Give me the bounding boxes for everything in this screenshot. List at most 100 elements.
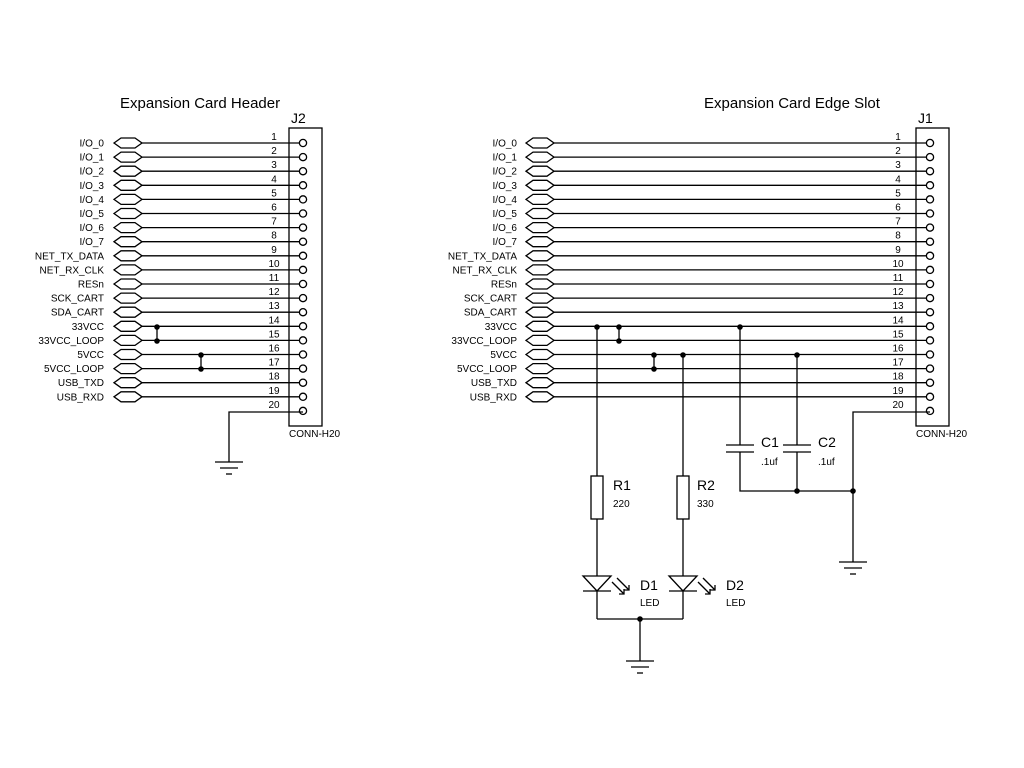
j1-pin-19 [925,392,935,402]
j2-port-arrow-icon [112,334,144,347]
j2-pin-16 [298,350,308,359]
j1-pin-number: 10 [892,259,904,270]
j2-port-arrow-icon [112,306,144,318]
j2-pin-12 [298,293,308,303]
j2-net-label: I/O_6 [80,223,105,234]
j2-pin-2 [298,152,308,162]
j2-ref: J2 [291,110,306,126]
j1-body [915,127,950,427]
junction [154,324,160,330]
j1-pin-18 [925,378,935,387]
j1-net-label: 33VCC [485,322,517,333]
j2-port-arrow-icon [112,179,144,191]
j2-port-arrow-icon [112,264,144,276]
j1-pin-4 [925,181,935,190]
j1-pin-16 [925,350,935,359]
j2-net-label: NET_RX_CLK [40,265,105,276]
c1-capacitor-icon [726,444,754,453]
j1-pin-7 [925,223,935,232]
j1-net-label: I/O_7 [493,237,518,248]
j1-net-label: I/O_5 [493,209,518,220]
j1-port-arrow-icon [524,179,556,191]
cap-gnd-bus [739,452,853,492]
ground-icon [215,461,243,475]
j1-net-label: NET_TX_DATA [448,251,517,262]
j1-net-label: I/O_0 [493,139,518,150]
j1-net-label: I/O_3 [493,181,518,192]
j2-port-arrow-icon [112,221,144,234]
j1-gnd-wire [852,411,930,562]
j2-pin-number: 11 [269,273,280,284]
j1-pin-11 [925,279,935,289]
j1-pin-number: 14 [892,315,904,326]
j1-port-arrow-icon [524,250,556,262]
j2-net-label: I/O_2 [80,167,105,178]
j2-net-label: 5VCC [77,350,104,361]
j2-gnd-wire [228,411,303,462]
j1-net-label: I/O_2 [493,167,518,178]
j1-pin-1 [925,138,935,148]
j1-pin-10 [925,265,935,275]
ground-icon [839,561,867,575]
junction [651,352,657,358]
j2-port-arrow-icon [112,250,144,262]
j2-net-label: SDA_CART [51,308,104,319]
j1-port-arrow-icon [524,165,556,177]
j2-pin-number: 10 [268,259,280,270]
j1-port-arrow-icon [524,362,556,375]
j1-pin-number: 17 [892,358,904,369]
j1-pin-number: 6 [895,203,901,214]
j1-pin-13 [925,307,935,317]
junction [198,366,204,372]
j2-net-label: SCK_CART [51,294,104,305]
j1-net-label: SCK_CART [464,294,517,305]
j1-pin-12 [925,293,935,303]
j1-net-label: 5VCC_LOOP [457,364,517,375]
j2-pin-number: 2 [271,146,277,157]
j2-port-arrow-icon [112,236,144,248]
j2-pin-3 [298,166,308,176]
j2-pin-number: 12 [268,287,280,298]
j1-port-arrow-icon [524,236,556,248]
j1-pin-number: 8 [895,231,901,242]
j1-pin-number: 9 [895,245,901,256]
j2-port-arrow-icon [112,391,144,403]
j1-pin-number: 20 [892,400,904,411]
j2-pin-1 [298,138,308,148]
j2-pin-number: 8 [271,231,277,242]
j2-pin-5 [298,195,308,204]
j1-net-label: SDA_CART [464,308,517,319]
d2-led-icon [667,575,716,595]
j1-pin-number: 3 [895,160,901,171]
j2-port-arrow-icon [112,320,144,332]
junction [616,338,622,344]
j2-port-arrow-icon [112,362,144,375]
j1-pin-9 [925,251,935,261]
d1-ref: D1 [640,577,658,593]
junction [198,352,204,358]
j1-port-arrow-icon [524,377,556,389]
j1-pin-number: 16 [892,344,904,355]
d1-value: LED [640,598,659,609]
j2-pin-number: 7 [271,217,277,228]
j2-pin-number: 1 [271,132,277,143]
j1-pin-number: 19 [892,386,904,397]
j2-pin-19 [298,392,308,402]
j2-pin-number: 4 [271,174,277,185]
junction [616,324,622,330]
j2-title: Expansion Card Header [120,95,280,112]
r1-resistor [590,475,604,520]
j2-port-arrow-icon [112,165,144,177]
j1-port-arrow-icon [524,151,556,163]
j2-pin-number: 18 [268,372,280,383]
j1-pin-3 [925,166,935,176]
j1-pin-15 [925,336,935,345]
r2-ref: R2 [697,477,715,493]
j2-pin-number: 14 [268,315,280,326]
j2-port-arrow-icon [112,151,144,163]
j1-pin-number: 18 [892,372,904,383]
j2-pin-9 [298,251,308,261]
j2-pin-rows: 1I/O_02I/O_13I/O_24I/O_35I/O_46I/O_57I/O… [35,132,308,416]
j2-net-label: 33VCC [72,322,104,333]
